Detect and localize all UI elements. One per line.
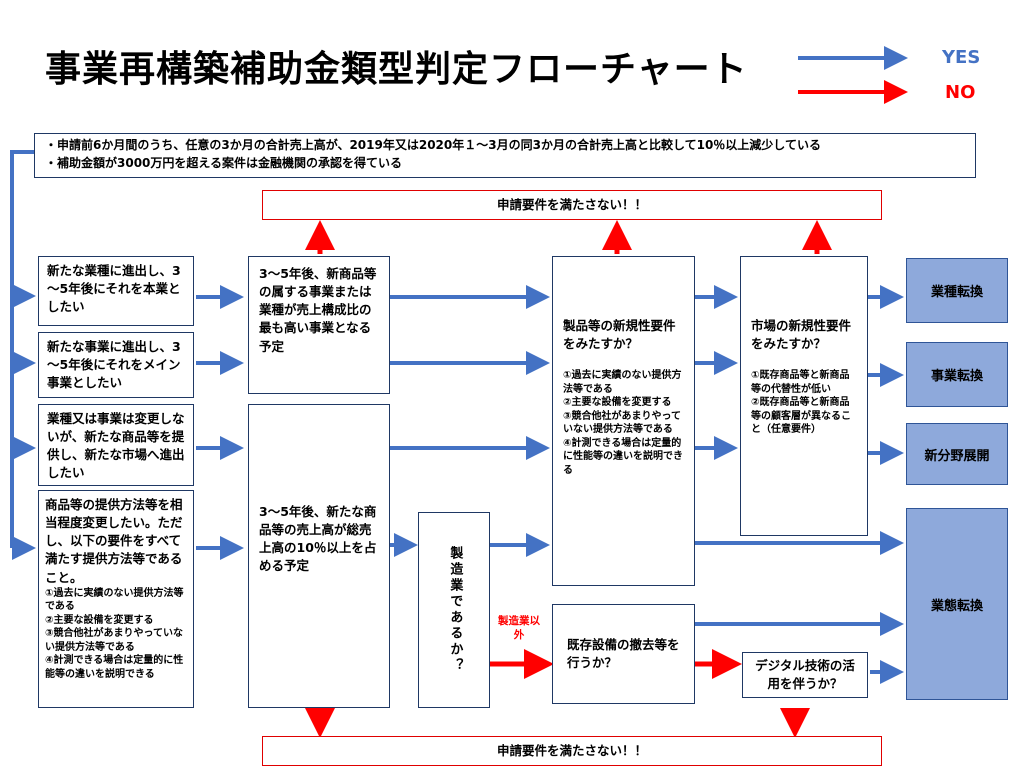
product-novelty-item-3: ③競合他社があまりやっていない提供方法等である	[563, 410, 681, 436]
question-product-novelty-title: 製品等の新規性要件をみたすか？	[563, 318, 676, 352]
question-product-novelty: 製品等の新規性要件をみたすか？ ①過去に実績のない提供方法等である ②主要な設備…	[552, 256, 695, 586]
product-novelty-item-1: ①過去に実績のない提供方法等である	[563, 370, 682, 395]
option-industry-change: 新たな業種に進出し、3～5年後にそれを本業としたい	[38, 256, 194, 326]
market-novelty-item-2: ②既存商品等と新商品等の顧客層が異なること（任意要件）	[751, 397, 851, 436]
question-remove-equipment: 既存設備の撤去等を行うか？	[552, 604, 695, 704]
requirements-branch	[10, 150, 36, 560]
option-format-change-sub-4: ④計測できる場合は定量的に性能等の違いを説明できる	[45, 655, 184, 680]
question-main-business: 3～5年後、新商品等の属する事業または業種が売上構成比の最も高い事業となる予定	[248, 256, 390, 394]
outcome-business-change: 事業転換	[906, 342, 1008, 407]
option-format-change-main: 商品等の提供方法等を相当程度変更したい。ただし、以下の要件をすべて満たす提供方法…	[45, 497, 183, 585]
question-digital-tech: デジタル技術の活用を伴うか？	[742, 652, 868, 698]
legend-no-label: NO	[945, 82, 976, 103]
question-manufacturing: 製造業であるか？	[418, 512, 490, 708]
question-manufacturing-text: 製造業であるか？	[447, 546, 463, 674]
product-novelty-item-2: ②主要な設備を変更する	[563, 397, 672, 409]
fail-box-top: 申請要件を満たさない！！	[262, 190, 882, 220]
page-title: 事業再構築補助金類型判定フローチャート	[45, 49, 748, 90]
requirement-1: ・申請前6か月間のうち、任意の3か月の合計売上高が、2019年又は2020年１～…	[45, 138, 821, 152]
non-manufacturing-label: 製造業以外	[498, 615, 540, 641]
legend-yes-label: YES	[942, 47, 981, 68]
option-new-field: 業種又は事業は変更しないが、新たな商品等を提供し、新たな市場へ進出したい	[38, 404, 194, 486]
product-novelty-item-4: ④計測できる場合は定量的に性能等の違いを説明できる	[563, 437, 683, 476]
outcome-industry-change: 業種転換	[906, 258, 1008, 323]
question-new-product-sales: 3～5年後、新たな商品等の売上高が総売上高の10％以上を占める予定	[248, 404, 390, 708]
fail-box-bottom: 申請要件を満たさない！！	[262, 736, 882, 766]
option-format-change-sub-1: ①過去に実績のない提供方法等である	[45, 587, 184, 613]
requirement-2: ・補助金額が3000万円を超える案件は金融機関の承認を得ている	[45, 156, 403, 170]
outcome-format-change: 業態転換	[906, 508, 1008, 700]
option-format-change: 商品等の提供方法等を相当程度変更したい。ただし、以下の要件をすべて満たす提供方法…	[38, 490, 194, 708]
question-market-novelty-title: 市場の新規性要件をみたすか？	[751, 318, 852, 352]
outcome-new-field: 新分野展開	[906, 423, 1008, 485]
option-format-change-sub-2: ②主要な設備を変更する	[45, 614, 154, 626]
option-business-change: 新たな事業に進出し、3～5年後にそれをメイン事業としたい	[38, 332, 194, 398]
requirements-box: ・申請前6か月間のうち、任意の3か月の合計売上高が、2019年又は2020年１～…	[34, 133, 976, 178]
market-novelty-item-1: ①既存商品等と新商品等の代替性が低い	[751, 370, 850, 395]
option-format-change-sub-3: ③競合他社があまりやっていない提供方法等である	[45, 628, 183, 653]
question-market-novelty: 市場の新規性要件をみたすか？ ①既存商品等と新商品等の代替性が低い ②既存商品等…	[740, 256, 868, 536]
